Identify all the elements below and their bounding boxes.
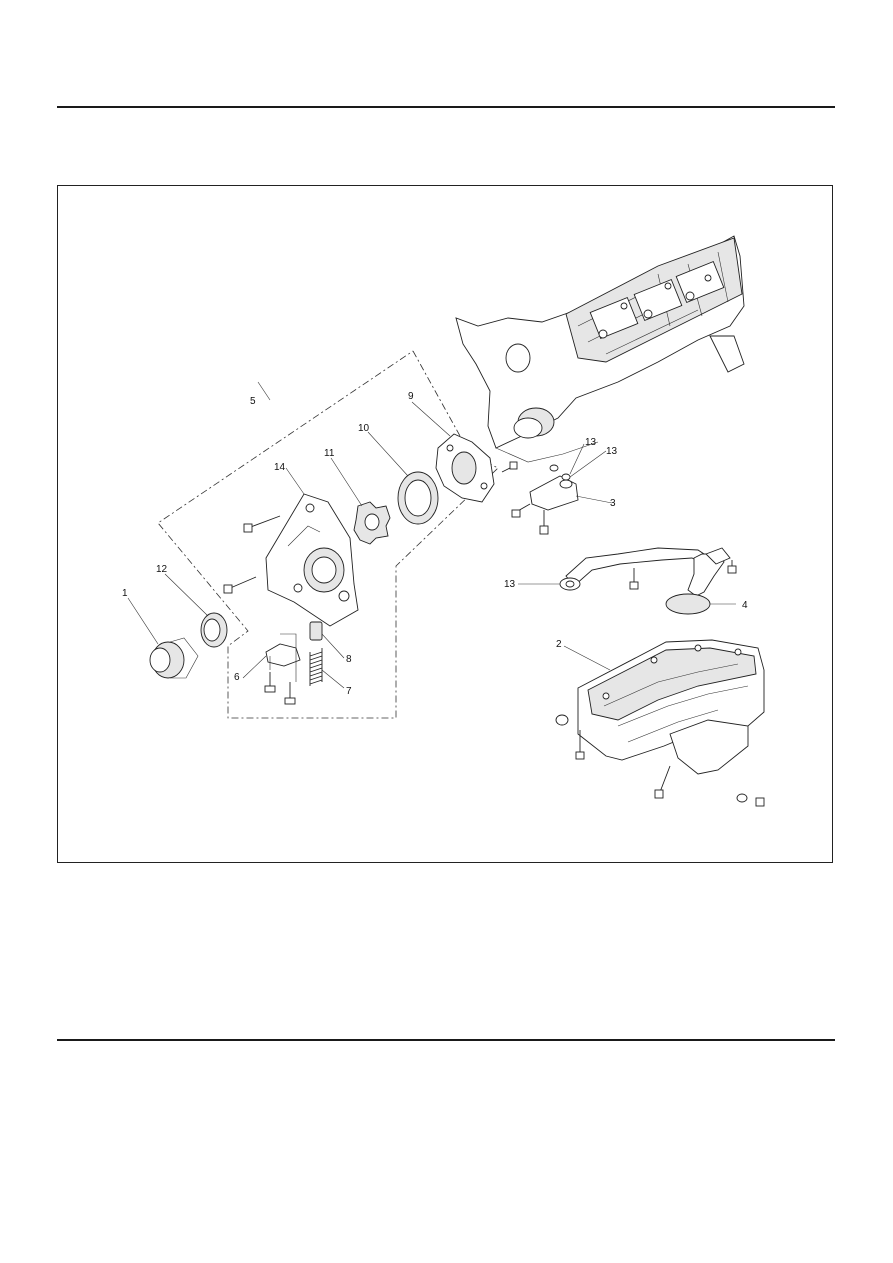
callout-4: 4 <box>742 600 748 611</box>
callout-3: 3 <box>610 498 616 509</box>
oil-pipe-fitting <box>511 475 579 535</box>
callout-12: 12 <box>156 564 168 575</box>
callout-6: 6 <box>234 672 240 683</box>
callout-1: 1 <box>122 588 128 599</box>
pump-assembly-boundary <box>157 350 499 719</box>
callout-13-strainer: 13 <box>504 579 516 590</box>
engine-block <box>455 235 745 463</box>
callout-8: 8 <box>346 654 352 665</box>
inner-rotor <box>353 501 391 545</box>
pump-cover <box>435 433 495 503</box>
callout-14: 14 <box>274 462 286 473</box>
callout-10: 10 <box>358 423 370 434</box>
oil-pan <box>555 639 765 807</box>
outer-rotor <box>397 471 439 525</box>
callout-9: 9 <box>408 391 414 402</box>
callout-2: 2 <box>556 639 562 650</box>
relief-valve <box>309 621 323 641</box>
crankshaft-sprocket <box>149 637 199 679</box>
oil-pump-exploded-diagram: 1 2 3 4 5 6 7 8 9 10 11 12 13 13 13 14 <box>122 235 765 807</box>
oil-pump-housing <box>265 493 359 627</box>
callout-5: 5 <box>250 396 256 407</box>
oil-strainer <box>559 547 737 615</box>
leader-lines <box>127 381 736 689</box>
footer-rule <box>57 1039 835 1041</box>
callout-labels: 1 2 3 4 5 6 7 8 9 10 11 12 13 13 13 14 <box>122 391 748 697</box>
callout-13-upper: 13 <box>585 437 597 448</box>
header-rule <box>57 106 835 108</box>
relief-valve-spring <box>309 648 323 686</box>
o-rings <box>549 464 571 481</box>
callout-13-middle: 13 <box>606 446 618 457</box>
callout-11: 11 <box>324 448 335 459</box>
exploded-diagram-frame: 1 2 3 4 5 6 7 8 9 10 11 12 13 13 13 14 <box>57 185 833 863</box>
oil-seal <box>200 612 228 648</box>
relief-valve-plug <box>264 633 301 705</box>
housing-bolts <box>223 515 281 594</box>
cover-screw <box>501 461 518 473</box>
callout-7: 7 <box>346 686 352 697</box>
